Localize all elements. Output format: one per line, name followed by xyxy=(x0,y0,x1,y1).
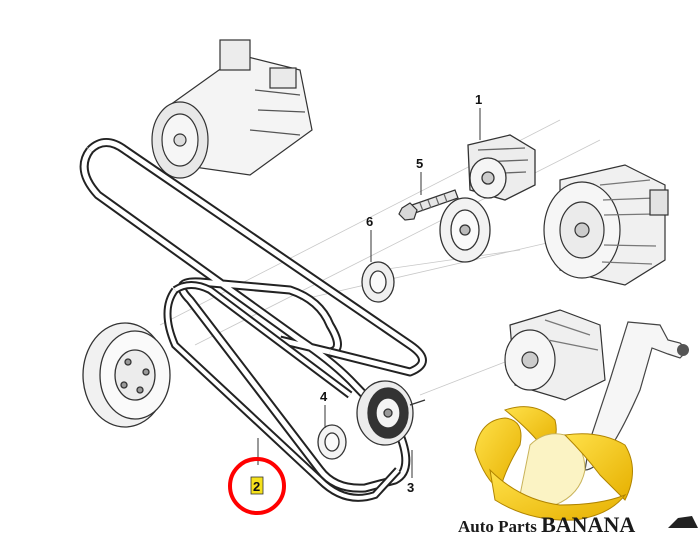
brand-prefix: Auto Parts xyxy=(458,517,541,536)
water-pump-illustration xyxy=(504,309,606,401)
pulley-cap-illustration xyxy=(317,424,347,460)
tension-pulley-illustration xyxy=(439,197,491,263)
bolt-illustration xyxy=(398,189,459,221)
belt-tensioner-illustration xyxy=(467,134,536,201)
red-highlight-circle xyxy=(228,457,286,515)
callout-2: 2 xyxy=(253,479,260,494)
crankshaft-pulley-illustration xyxy=(82,322,171,428)
highlighted-callout-2: 2 xyxy=(228,457,286,515)
alternator-illustration xyxy=(543,164,669,286)
guide-pulley-small-illustration xyxy=(361,261,395,303)
brand-name: BANANA xyxy=(541,512,635,537)
callout-1: 1 xyxy=(475,92,482,107)
ac-compressor-illustration xyxy=(151,39,313,179)
banana-logo-icon xyxy=(474,321,689,521)
callout-6: 6 xyxy=(366,214,373,229)
car-silhouette-icon xyxy=(668,516,698,528)
brand-watermark: Auto Parts BANANA xyxy=(458,512,635,537)
callout-5: 5 xyxy=(416,156,423,171)
drive-belt-outer xyxy=(79,138,427,493)
callout-3: 3 xyxy=(407,480,414,495)
guide-pulley-large-illustration xyxy=(356,380,426,446)
callout-4: 4 xyxy=(320,389,328,404)
drive-belt-inner xyxy=(163,281,401,502)
